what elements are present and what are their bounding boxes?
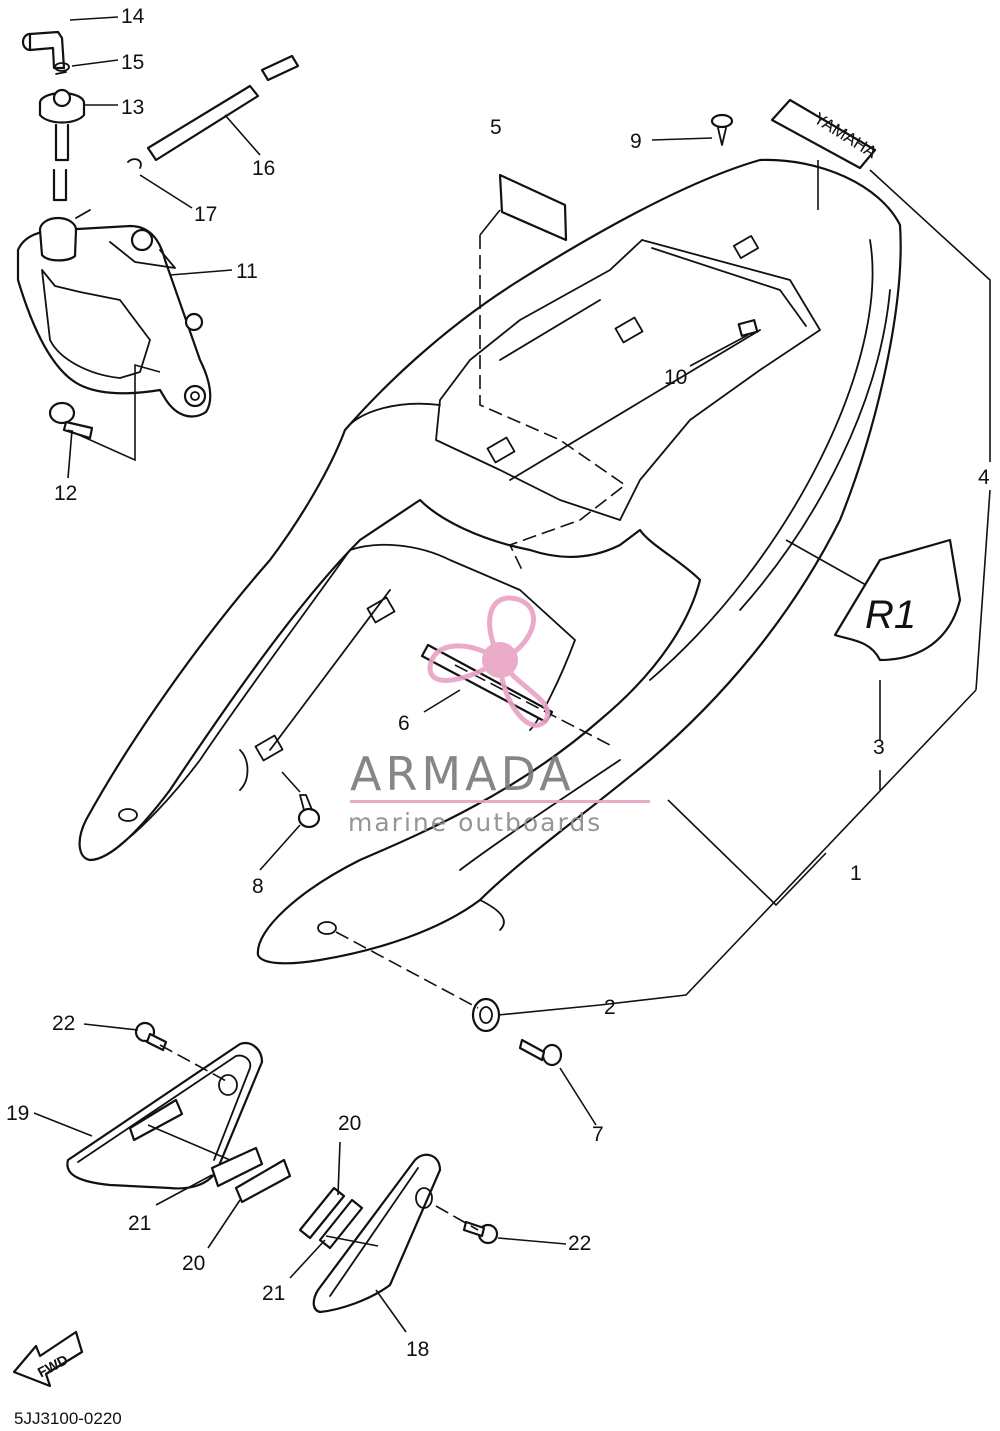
callout-13: 13 — [121, 96, 144, 119]
yamaha-decal: YAMAHA — [770, 98, 881, 170]
callout-10: 10 — [664, 366, 687, 389]
callout-20-left: 20 — [182, 1252, 205, 1275]
watermark-subtitle: marine outboards — [348, 808, 602, 837]
clip-15 — [54, 62, 70, 75]
callout-5: 5 — [490, 116, 502, 139]
callout-14: 14 — [121, 5, 145, 28]
callout-17: 17 — [194, 203, 217, 226]
callout-6: 6 — [398, 712, 410, 735]
hose-16 — [146, 54, 300, 162]
reservoir-tank — [16, 209, 212, 418]
damper-pads-21 — [318, 1198, 364, 1250]
screw-22-right — [462, 1220, 499, 1245]
callout-12: 12 — [54, 482, 77, 505]
callout-7: 7 — [592, 1123, 604, 1146]
callout-21-right: 21 — [262, 1282, 285, 1305]
callout-21-left: 21 — [128, 1212, 151, 1235]
callout-18: 18 — [406, 1338, 429, 1361]
leader-lines — [33, 16, 991, 1333]
watermark-title: ARMADA — [350, 747, 575, 801]
diagram-code: 5JJ3100-0220 — [14, 1409, 122, 1428]
pipe-joint-14 — [21, 30, 66, 70]
label-plate — [498, 173, 568, 242]
callout-22-left: 22 — [52, 1012, 75, 1035]
breather-cap-13 — [38, 88, 86, 202]
callout-labels: 14 15 13 16 17 11 12 5 9 10 4 6 3 1 8 2 … — [6, 5, 990, 1361]
callout-2: 2 — [604, 996, 616, 1019]
callout-9: 9 — [630, 130, 642, 153]
callout-1: 1 — [850, 862, 862, 885]
fwd-arrow: FWD — [12, 1330, 84, 1388]
rear-cowling — [78, 158, 902, 965]
r1-decal: R1 — [833, 538, 962, 662]
nut-10 — [737, 319, 759, 337]
callout-11: 11 — [236, 260, 258, 283]
callout-8: 8 — [252, 875, 264, 898]
propeller-logo-icon — [427, 595, 551, 728]
armada-watermark: ARMADA marine outboards — [348, 595, 650, 837]
damper-2 — [471, 997, 501, 1033]
bolt-7 — [518, 1038, 563, 1067]
screw-9 — [710, 113, 734, 146]
bolt-8 — [297, 794, 321, 829]
callout-3: 3 — [873, 736, 885, 759]
screw-22-left — [134, 1021, 168, 1052]
callout-15: 15 — [121, 51, 144, 74]
r1-decal-text: R1 — [865, 593, 916, 637]
bolt-12 — [48, 401, 94, 440]
callout-4: 4 — [978, 466, 990, 489]
callout-22-right: 22 — [568, 1232, 591, 1255]
callout-19: 19 — [6, 1102, 29, 1125]
callout-20-right: 20 — [338, 1112, 361, 1135]
damper-pads-20 — [210, 1146, 346, 1240]
callout-16: 16 — [252, 157, 275, 180]
side-cover-18 — [312, 1153, 442, 1314]
watermark-underline — [350, 800, 650, 803]
clip-17 — [127, 158, 142, 169]
